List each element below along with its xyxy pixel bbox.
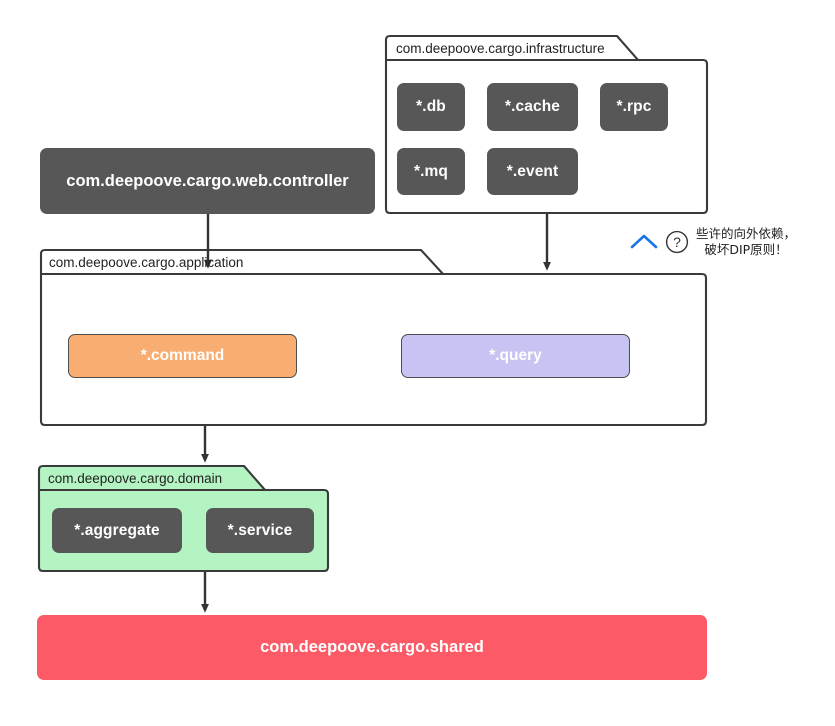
annotation-line-1: 些许的向外依赖， bbox=[696, 226, 797, 241]
svg-text:?: ? bbox=[673, 234, 681, 250]
question-circle-icon[interactable]: ? bbox=[665, 230, 689, 254]
annotation-text: 些许的向外依赖， 破坏DIP原则！ bbox=[696, 226, 796, 258]
module-tile-event[interactable]: *.event bbox=[487, 148, 578, 195]
module-tile-db[interactable]: *.db bbox=[397, 83, 465, 131]
package-label-domain: com.deepoove.cargo.domain bbox=[48, 471, 223, 486]
node-shared[interactable]: com.deepoove.cargo.shared bbox=[37, 615, 707, 680]
package-label-infrastructure: com.deepoove.cargo.infrastructure bbox=[396, 41, 605, 56]
node-web-controller[interactable]: com.deepoove.cargo.web.controller bbox=[40, 148, 375, 214]
chevron-up-icon bbox=[630, 232, 658, 252]
annotation-dip-warning: ? 些许的向外依赖， 破坏DIP原则！ bbox=[630, 226, 796, 258]
module-tile-cache[interactable]: *.cache bbox=[487, 83, 578, 131]
module-tile-aggregate[interactable]: *.aggregate bbox=[52, 508, 182, 553]
module-tile-query[interactable]: *.query bbox=[401, 334, 630, 378]
module-tile-rpc[interactable]: *.rpc bbox=[600, 83, 668, 131]
package-label-application: com.deepoove.cargo.application bbox=[49, 255, 244, 270]
annotation-line-2: 破坏DIP原则！ bbox=[704, 242, 788, 257]
module-tile-service[interactable]: *.service bbox=[206, 508, 314, 553]
module-tile-command[interactable]: *.command bbox=[68, 334, 297, 378]
module-tile-mq[interactable]: *.mq bbox=[397, 148, 465, 195]
